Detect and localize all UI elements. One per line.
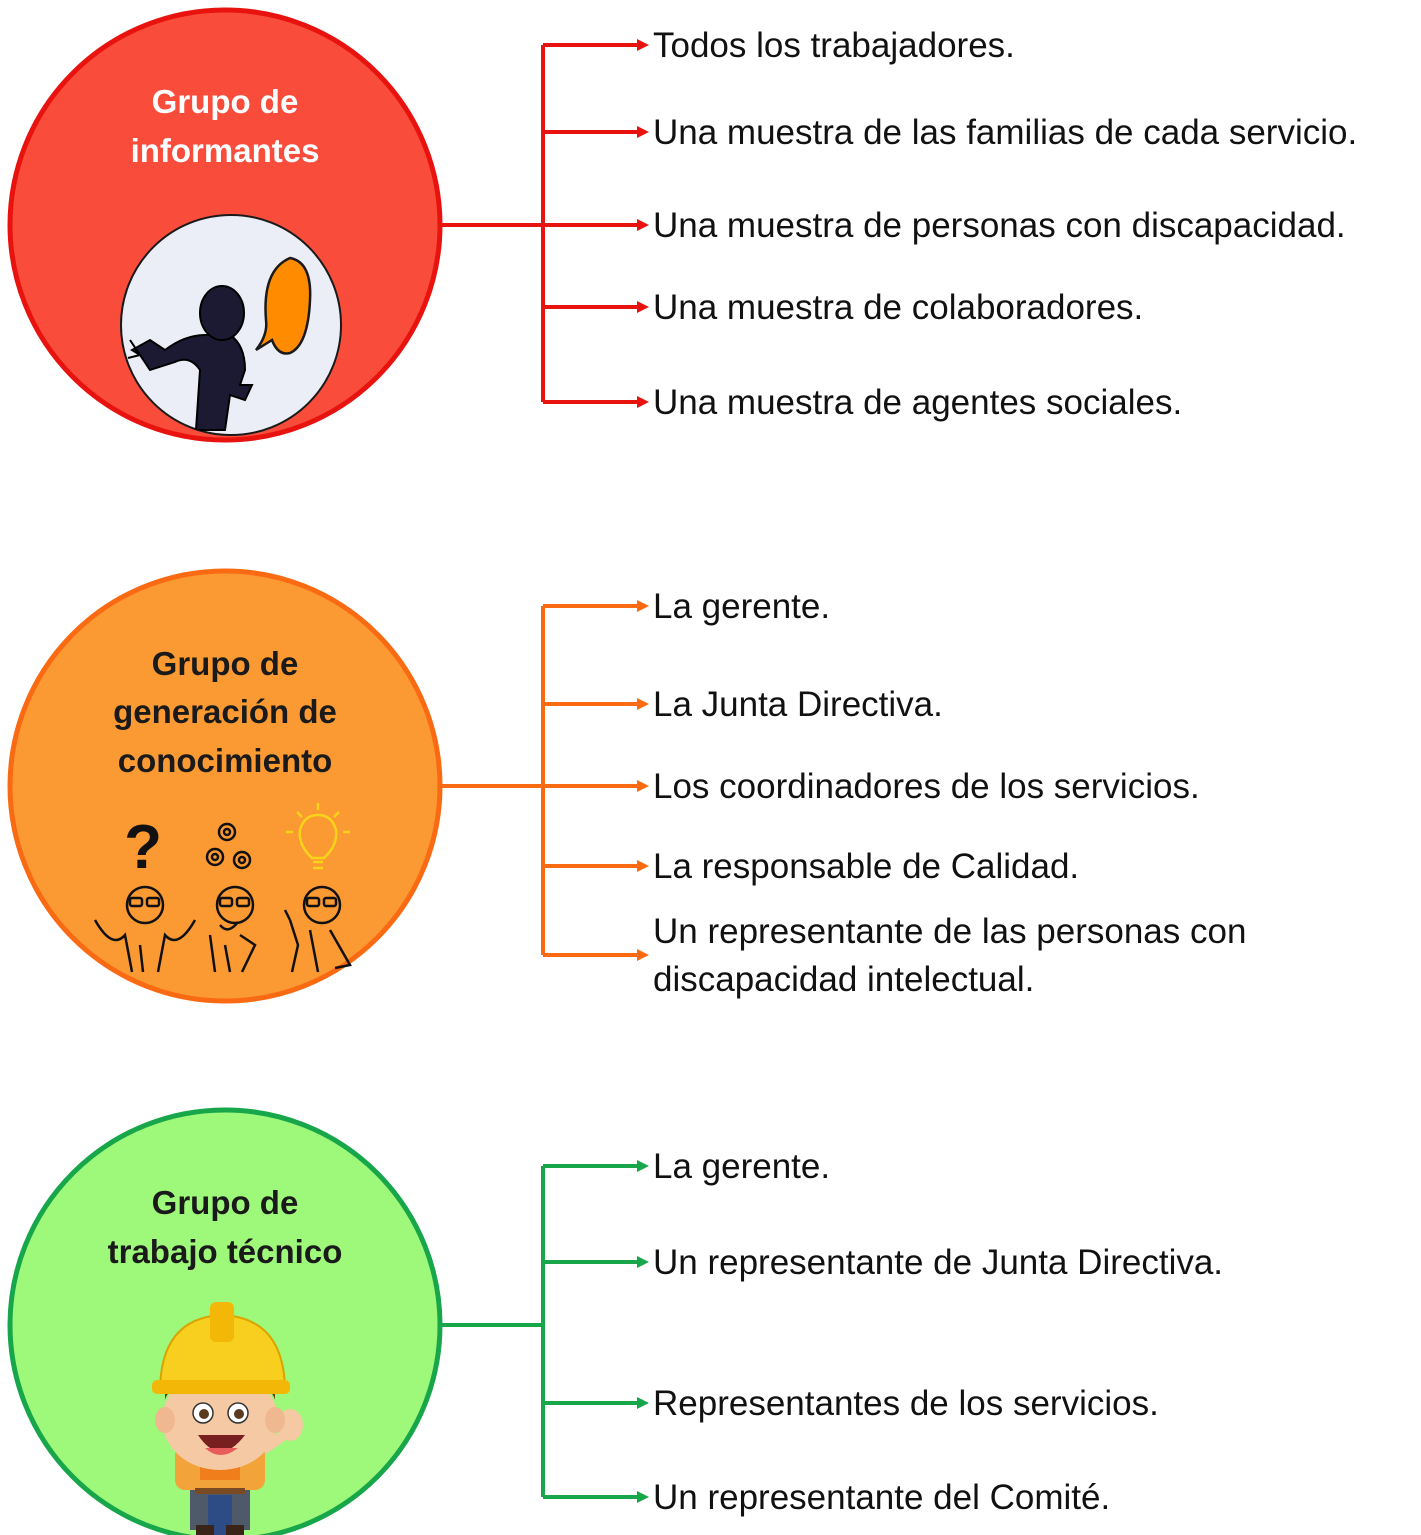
arrowheads [637, 600, 649, 961]
connector-group-informantes [440, 43, 637, 404]
svg-text:?: ? [124, 813, 162, 882]
list-item: La responsable de Calidad. [653, 847, 1079, 886]
list-item: Los coordinadores de los servicios. [653, 767, 1200, 806]
list-item: Una muestra de personas con discapacidad… [653, 206, 1346, 245]
connector-group-tecnico [440, 1164, 637, 1499]
list-item: Representantes de los servicios. [653, 1384, 1159, 1423]
group-informantes: Grupo de informantes [7, 7, 1357, 443]
list-item: Una muestra de las familias de cada serv… [653, 113, 1357, 152]
group-circle-generacion [7, 568, 443, 1004]
arrowheads [637, 39, 649, 408]
list-item: Un representante de las personas con [653, 912, 1246, 951]
group-title-line: Grupo de [152, 83, 299, 120]
list-item: discapacidad intelectual. [653, 960, 1034, 999]
group-title-line: conocimiento [118, 742, 333, 779]
group-title-line: Grupo de [152, 1184, 299, 1221]
group-title-line: trabajo técnico [108, 1233, 343, 1270]
list-item: La Junta Directiva. [653, 685, 943, 724]
group-generacion-conocimiento: Grupo de generación de conocimiento ? [7, 568, 1246, 1004]
group-trabajo-tecnico: Grupo de trabajo técnico [7, 1107, 1223, 1535]
connector-group-generacion [440, 604, 637, 957]
list-item: Todos los trabajadores. [653, 26, 1015, 65]
list-item: Un representante del Comité. [653, 1478, 1110, 1517]
list-item: La gerente. [653, 587, 830, 626]
list-item: Un representante de Junta Directiva. [653, 1243, 1223, 1282]
arrowheads [637, 1160, 649, 1503]
speaking-person-icon [120, 214, 342, 436]
list-item: La gerente. [653, 1147, 830, 1186]
thinking-people-icon: ? [93, 803, 352, 973]
list-item: Una muestra de colaboradores. [653, 288, 1143, 327]
group-title-line: generación de [113, 693, 337, 730]
list-item: Una muestra de agentes sociales. [653, 383, 1182, 422]
group-title-line: informantes [131, 132, 320, 169]
group-title-line: Grupo de [152, 645, 299, 682]
construction-worker-icon [152, 1302, 303, 1535]
